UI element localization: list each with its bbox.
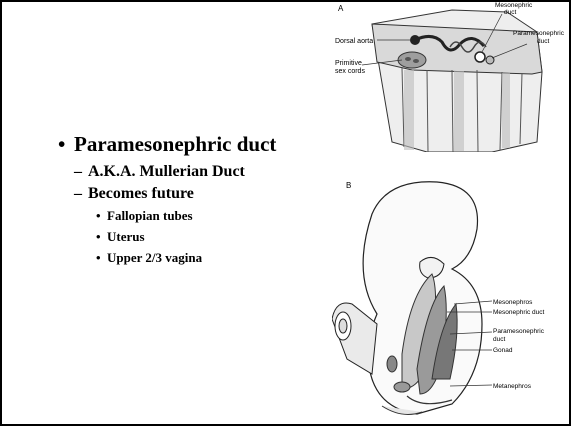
bullet-list: •Paramesonephric duct –A.K.A. Mullerian …: [58, 132, 276, 266]
bullet-main-text: Paramesonephric duct: [74, 132, 276, 156]
figure-a-cross-section: A: [332, 2, 571, 152]
bullet-item-3: •Upper 2/3 vagina: [96, 250, 276, 266]
label-gonad: Gonad: [493, 347, 513, 354]
bullet-sub-1-text: A.K.A. Mullerian Duct: [88, 163, 245, 180]
bullet-item-1-text: Fallopian tubes: [107, 208, 193, 223]
label-paramesonephric-b-2: duct: [493, 336, 505, 343]
bullet-item-3-text: Upper 2/3 vagina: [107, 250, 202, 265]
label-mesonephros: Mesonephros: [493, 299, 533, 306]
figure-b-panel-label: B: [346, 181, 351, 190]
label-paramesonephric-a-1: Paramesonephric: [513, 30, 565, 37]
bullet-sub-1: –A.K.A. Mullerian Duct: [74, 163, 276, 181]
bullet-item-2: •Uterus: [96, 229, 276, 245]
label-mesonephric-duct-b: Mesonephric duct: [493, 309, 544, 316]
label-metanephros: Metanephros: [493, 383, 532, 390]
label-mesonephric-a-2: duct: [504, 9, 516, 16]
bullet-sub-2: –Becomes future: [74, 185, 276, 203]
bullet-item-1: •Fallopian tubes: [96, 208, 276, 224]
label-sex-cords: sex cords: [335, 68, 365, 75]
label-paramesonephric-a-2: duct: [537, 38, 549, 45]
label-paramesonephric-b-1: Paramesonephric: [493, 328, 545, 335]
label-primitive: Primitive: [335, 60, 362, 67]
label-mesonephric-a-1: Mesonephric: [495, 2, 533, 9]
bullet-main: •Paramesonephric duct: [58, 132, 276, 157]
label-dorsal-aorta: Dorsal aorta: [335, 38, 373, 45]
bullet-sub-2-text: Becomes future: [88, 185, 194, 202]
figure-b-embryo: B Mesonephros Mesonephric duct Parameson…: [332, 174, 571, 424]
bullet-item-2-text: Uterus: [107, 229, 145, 244]
figure-a-panel-label: A: [338, 4, 344, 13]
